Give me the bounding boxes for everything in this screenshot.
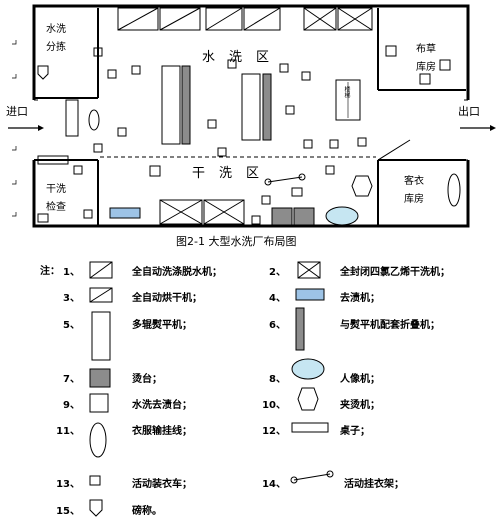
legend-label-1: 全自动洗涤脱水机；: [132, 267, 222, 278]
legend-label-13: 活动装衣车；: [132, 479, 192, 490]
garment-conveyor: [88, 109, 100, 131]
legend-label-12: 桌子；: [340, 426, 370, 437]
legend-num-10: 10、: [262, 400, 286, 411]
garment-conveyor: [447, 173, 461, 207]
figure-caption: 图2-1 大型水洗厂布局图: [176, 235, 297, 248]
legend-label-15: 磅称。: [132, 506, 162, 517]
entrance-label: 进口: [6, 105, 28, 118]
legend-label-4: 去渍机；: [340, 293, 380, 304]
legend-label-5: 多辊熨平机；: [132, 320, 192, 331]
washer-extractor-row: [117, 7, 281, 31]
legend-label-6: 与熨平机配套折叠机；: [340, 320, 440, 331]
flatwork-ironer: [241, 73, 261, 141]
zone-label-wet: 水洗区: [202, 50, 284, 65]
folding-machine: [181, 65, 191, 145]
folding-machine: [262, 73, 272, 141]
exit-label: 出口: [458, 105, 480, 118]
legend-num-13: 13、: [56, 479, 80, 490]
legend-num-7: 7、: [63, 374, 80, 385]
ironing-table: [271, 207, 293, 226]
room-label-guest-store-1: 客衣: [404, 176, 424, 187]
press-machine: [351, 175, 373, 197]
room-label-linen-store-1: 布草: [416, 44, 436, 55]
room-label-wash-sort-2: 分拣: [46, 42, 66, 53]
zone-label-dry: 干洗区: [192, 166, 274, 181]
legend-label-7: 烫台；: [132, 374, 162, 385]
garment-rack: [264, 173, 306, 186]
tumble-dryer-row: [303, 7, 373, 31]
flatwork-ironer: [161, 65, 181, 145]
legend-num-3: 3、: [63, 293, 80, 304]
form-finisher: [325, 206, 359, 226]
legend-icons: [89, 261, 334, 517]
legend-intro: 注：: [40, 266, 60, 277]
legend-num-6: 6、: [269, 320, 286, 331]
legend-label-2: 全封闭四氯乙烯干洗机；: [340, 267, 450, 278]
legend-label-9: 水洗去渍台；: [132, 400, 192, 411]
legend-label-8: 人像机；: [340, 374, 380, 385]
legend-label-11: 衣服输挂线；: [132, 426, 192, 437]
room-label-dryclean-check-2: 检查: [46, 202, 66, 213]
stair-label: 楼梯: [343, 86, 350, 98]
scale-icon: [37, 65, 49, 80]
legend-num-11: 11、: [56, 426, 80, 437]
room-label-guest-store-2: 库房: [404, 194, 424, 205]
dry-cleaning-machine-row: [159, 199, 245, 225]
legend-label-3: 全自动烘干机；: [132, 293, 202, 304]
room-label-wash-sort-1: 水洗: [46, 24, 66, 35]
stair: [335, 79, 361, 121]
spotting-machine: [109, 207, 141, 219]
legend-label-14: 活动挂衣架；: [344, 479, 404, 490]
legend-num-14: 14、: [262, 479, 286, 490]
legend-num-5: 5、: [63, 320, 80, 331]
table: [37, 155, 69, 165]
legend-num-2: 2、: [269, 267, 286, 278]
legend-num-9: 9、: [63, 400, 80, 411]
spotting-table: [65, 99, 79, 137]
legend-num-4: 4、: [269, 293, 286, 304]
legend-num-8: 8、: [269, 374, 286, 385]
room-label-dryclean-check-1: 干洗: [46, 184, 66, 195]
room-label-linen-store-2: 库房: [416, 62, 436, 73]
ironing-table: [293, 207, 315, 226]
legend-num-1: 1、: [63, 267, 80, 278]
legend-num-12: 12、: [262, 426, 286, 437]
legend-num-15: 15、: [56, 506, 80, 517]
legend-label-10: 夹烫机；: [340, 400, 380, 411]
